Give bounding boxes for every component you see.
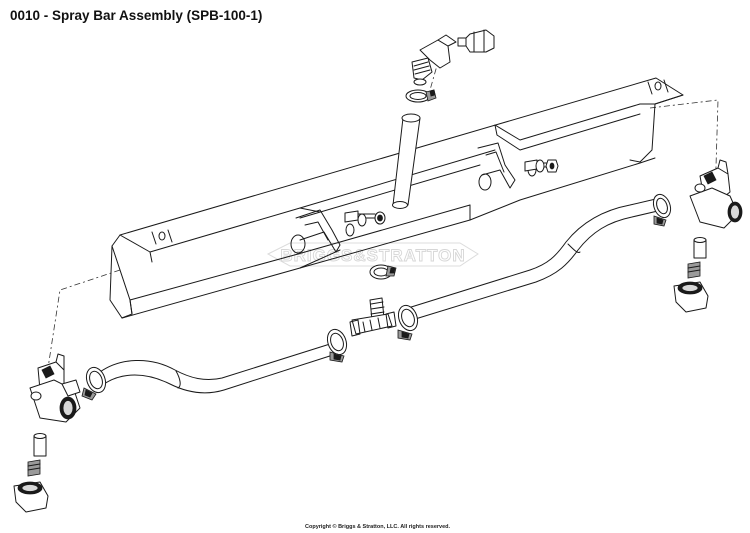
copyright-notice: Copyright © Briggs & Stratton, LLC. All …: [305, 524, 451, 530]
nozzle-cap-left: [13, 481, 49, 513]
compression-nut: [457, 29, 495, 53]
vertical-hose: [392, 113, 421, 209]
nozzle-tip-left: [27, 459, 41, 477]
hose-clamp-left-end: [81, 366, 107, 401]
nozzle-cap-right: [673, 281, 709, 313]
channel-bolts: [344, 159, 559, 227]
page-title: 0010 - Spray Bar Assembly (SPB-100-1): [10, 8, 263, 23]
alignment-lines: [47, 54, 719, 369]
watermark-text: BRIGGS&STRATTON: [280, 246, 465, 265]
middle-hose-clamp: [369, 264, 397, 280]
brand-watermark: BRIGGS&STRATTON: [266, 242, 479, 267]
nozzle-body-right: [689, 159, 743, 229]
elbow-fitting: [411, 34, 457, 86]
stamped-mark-right: [647, 79, 669, 95]
nozzle-strainer-right: [693, 237, 707, 259]
top-hose-clamp: [405, 89, 437, 103]
tee-fitting: [349, 297, 397, 337]
stamped-mark-left: [151, 229, 173, 245]
mounting-channel: [109, 77, 684, 319]
main-spray-hose: [99, 197, 663, 394]
hose-clamp-center-left: [326, 328, 348, 363]
nozzle-tip-right: [687, 261, 701, 279]
hose-clamp-center-right: [397, 304, 419, 341]
hose-clamp-right-end: [652, 193, 672, 227]
nozzle-strainer-left: [33, 433, 47, 457]
nozzle-body-left: [29, 353, 81, 423]
